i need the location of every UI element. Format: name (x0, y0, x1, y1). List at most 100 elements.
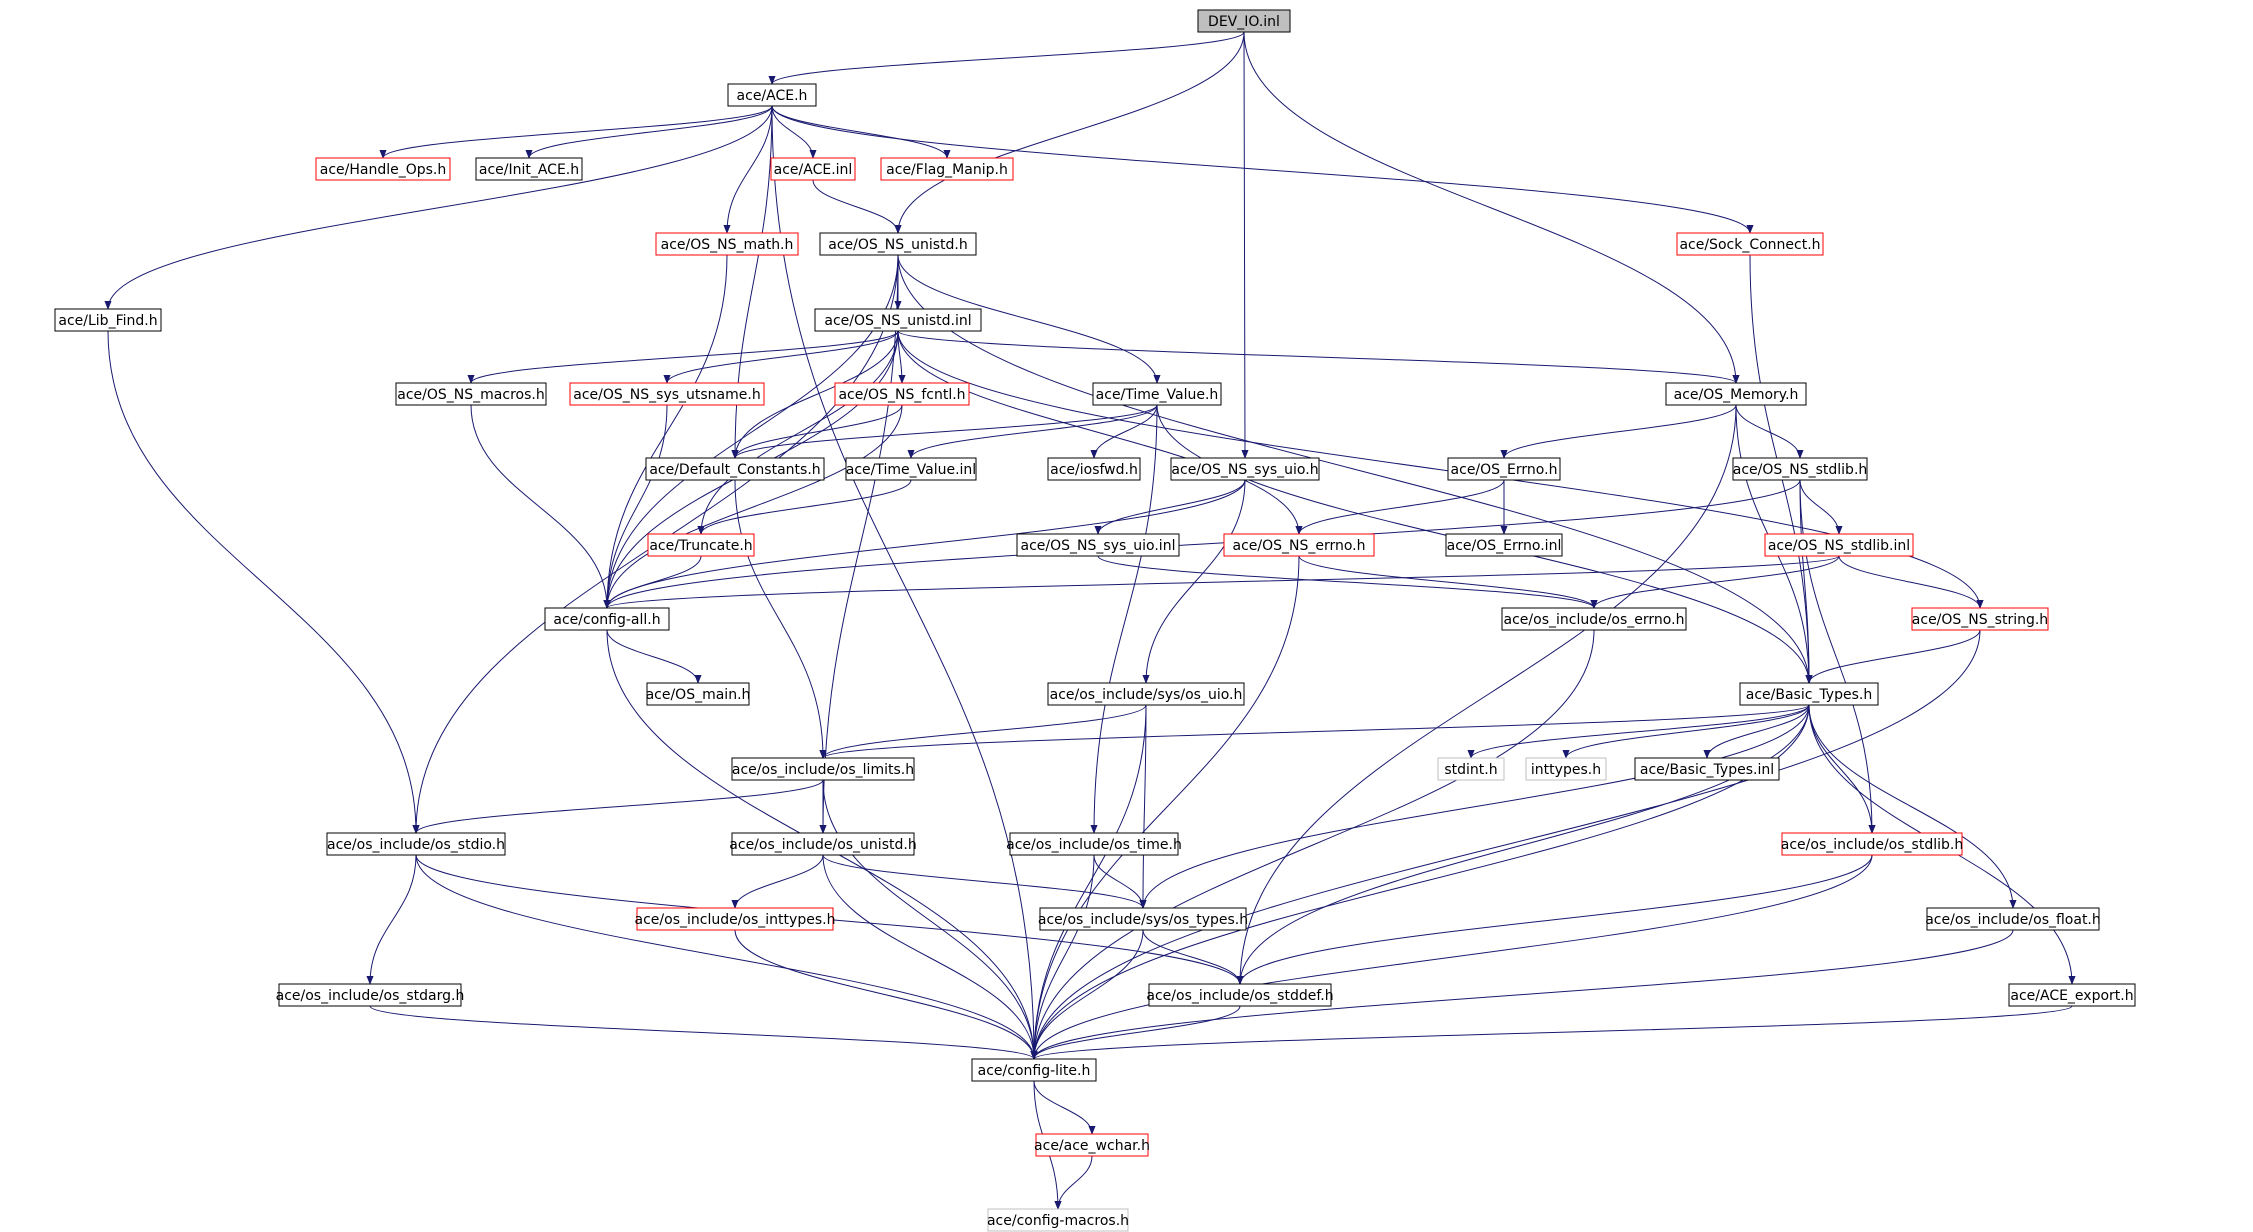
node-sys-os-uio[interactable]: ace/os_include/sys/os_uio.h (1047, 682, 1245, 706)
node-box (646, 682, 750, 706)
node-os-time[interactable]: ace/os_include/os_time.h (1006, 832, 1182, 856)
edge-os_stdlib-to-config_lite (1030, 854, 1873, 1060)
node-box (1092, 382, 1222, 406)
node-os-ns-string[interactable]: ace/OS_NS_string.h (1911, 607, 2049, 631)
node-os-ns-errno[interactable]: ace/OS_NS_errno.h (1223, 533, 1375, 557)
node-label: ace/OS_NS_math.h (661, 237, 794, 253)
node-os-memory[interactable]: ace/OS_Memory.h (1665, 382, 1807, 406)
node-label: ace/Time_Value.h (1096, 387, 1219, 403)
edge-os_stdio-to-config_lite (415, 854, 1038, 1060)
node-label: ace/OS_NS_errno.h (1232, 538, 1365, 554)
node-os-ns-unistd-inl[interactable]: ace/OS_NS_unistd.inl (814, 308, 982, 332)
node-box (636, 907, 834, 931)
node-label: ace/os_include/os_limits.h (732, 762, 914, 778)
edge-os_ns_unistd_inl-to-truncate (697, 330, 899, 535)
node-iosfwd[interactable]: ace/iosfwd.h (1047, 457, 1141, 481)
edge-ace_h-to-flag_manip (771, 105, 951, 159)
node-os-stddef[interactable]: ace/os_include/os_stddef.h (1146, 983, 1334, 1007)
node-label: ace/Init_ACE.h (479, 162, 579, 178)
node-config-lite[interactable]: ace/config-lite.h (971, 1058, 1097, 1082)
node-ace-h[interactable]: ace/ACE.h (727, 83, 817, 107)
node-lib-find[interactable]: ace/Lib_Find.h (54, 308, 162, 332)
edge-default_constants-to-os_limits (734, 479, 827, 759)
node-sock-connect[interactable]: ace/Sock_Connect.h (1676, 232, 1824, 256)
node-dev-io-inl[interactable]: DEV_IO.inl (1197, 9, 1291, 33)
edge-os_stddef-to-config_lite (1030, 1005, 1241, 1060)
edge-os_ns_sys_uio_h-to-sys_os_uio (1142, 479, 1246, 684)
node-truncate[interactable]: ace/Truncate.h (647, 533, 755, 557)
node-os-inttypes[interactable]: ace/os_include/os_inttypes.h (635, 907, 836, 931)
node-box (326, 832, 506, 856)
node-os-main[interactable]: ace/OS_main.h (646, 682, 751, 706)
node-ace-inl[interactable]: ace/ACE.inl (770, 157, 856, 181)
node-os-stdlib[interactable]: ace/os_include/os_stdlib.h (1781, 832, 1963, 856)
edge-os_memory-to-os_errno_h (1500, 404, 1737, 459)
node-os-errno-h[interactable]: ace/OS_Errno.h (1447, 457, 1561, 481)
edge-os_unistd-to-config_lite (822, 854, 1038, 1060)
node-os-stdarg[interactable]: ace/os_include/os_stdarg.h (276, 983, 465, 1007)
node-flag-manip[interactable]: ace/Flag_Manip.h (880, 157, 1014, 181)
edge-sys_os_uio-to-os_limits (819, 704, 1147, 759)
node-os-ns-stdlib-h[interactable]: ace/OS_NS_stdlib.h (1732, 457, 1868, 481)
node-label: ace/os_include/os_unistd.h (729, 837, 916, 853)
node-inttypes[interactable]: inttypes.h (1525, 757, 1607, 781)
node-os-ns-sys-utsname[interactable]: ace/OS_NS_sys_utsname.h (569, 382, 765, 406)
node-basic-types-inl[interactable]: ace/Basic_Types.inl (1634, 757, 1780, 781)
node-ace-export[interactable]: ace/ACE_export.h (2008, 983, 2136, 1007)
node-os-limits[interactable]: ace/os_include/os_limits.h (731, 757, 915, 781)
node-label: ace/Default_Constants.h (649, 462, 820, 478)
node-box (1223, 533, 1375, 557)
edge-sys_os_uio-to-config_lite (1030, 704, 1147, 1060)
node-os-unistd[interactable]: ace/os_include/os_unistd.h (729, 832, 917, 856)
node-default-constants[interactable]: ace/Default_Constants.h (645, 457, 825, 481)
node-box (278, 983, 462, 1007)
node-label: ace/Flag_Manip.h (886, 162, 1008, 178)
node-stdint[interactable]: stdint.h (1437, 757, 1505, 781)
node-label: ace/Time_Value.inl (846, 462, 976, 478)
node-label: ace/ACE_export.h (2010, 988, 2133, 1004)
node-os-ns-math[interactable]: ace/OS_NS_math.h (655, 232, 799, 256)
edge-os_ns_stdlib_inl-to-config_all (603, 555, 1840, 609)
node-init-ace[interactable]: ace/Init_ACE.h (475, 157, 583, 181)
node-os-ns-stdlib-inl[interactable]: ace/OS_NS_stdlib.inl (1764, 533, 1914, 557)
node-label: DEV_IO.inl (1208, 14, 1280, 30)
node-box (645, 457, 825, 481)
edge-time_value_inl-to-truncate (697, 479, 912, 535)
node-box (315, 157, 451, 181)
edge-os_ns_stdlib_h-to-config_all (603, 479, 1801, 609)
edge-os_ns_sys_uio_h-to-os_ns_sys_uio_inl (1094, 479, 1246, 535)
node-os-errno-inl[interactable]: ace/OS_Errno.inl (1445, 533, 1563, 557)
node-os-include-errno[interactable]: ace/os_include/os_errno.h (1501, 607, 1687, 631)
edge-os_stdio-to-os_stdarg (366, 854, 417, 985)
node-label: ace/OS_NS_sys_utsname.h (573, 387, 760, 403)
node-box (1016, 533, 1180, 557)
node-config-all[interactable]: ace/config-all.h (544, 607, 670, 631)
node-label: ace/config-lite.h (978, 1063, 1091, 1079)
node-box (569, 382, 765, 406)
node-ace-wchar[interactable]: ace/ace_wchar.h (1034, 1133, 1150, 1157)
edge-os_ns_stdlib_h-to-os_ns_stdlib_inl (1799, 479, 1843, 535)
node-os-ns-sys-uio-h[interactable]: ace/OS_NS_sys_uio.h (1170, 457, 1320, 481)
node-os-stdio[interactable]: ace/os_include/os_stdio.h (326, 832, 506, 856)
node-config-macros[interactable]: ace/config-macros.h (987, 1208, 1129, 1232)
node-basic-types-h[interactable]: ace/Basic_Types.h (1739, 682, 1879, 706)
node-os-float[interactable]: ace/os_include/os_float.h (1925, 907, 2101, 931)
node-label: ace/OS_Memory.h (1674, 387, 1799, 403)
edge-os_ns_fcntl-to-default_constants (731, 404, 903, 459)
node-os-ns-unistd-h[interactable]: ace/OS_NS_unistd.h (819, 232, 977, 256)
node-time-value-h[interactable]: ace/Time_Value.h (1092, 382, 1222, 406)
node-os-ns-sys-uio-inl[interactable]: ace/OS_NS_sys_uio.inl (1016, 533, 1180, 557)
node-box (1035, 1133, 1149, 1157)
node-sys-os-types[interactable]: ace/os_include/sys/os_types.h (1038, 907, 1248, 931)
node-time-value-inl[interactable]: ace/Time_Value.inl (845, 457, 977, 481)
node-os-ns-fcntl[interactable]: ace/OS_NS_fcntl.h (834, 382, 970, 406)
node-label: ace/os_include/os_time.h (1006, 837, 1182, 853)
dependency-edges (104, 31, 2076, 1210)
node-label: ace/OS_NS_unistd.h (828, 237, 968, 253)
edge-os_memory-to-os_stddef (1236, 404, 1737, 985)
node-os-ns-macros[interactable]: ace/OS_NS_macros.h (395, 382, 547, 406)
edge-os_ns_unistd_inl-to-os_ns_macros (467, 330, 899, 384)
node-handle-ops[interactable]: ace/Handle_Ops.h (315, 157, 451, 181)
edge-ace_inl-to-os_ns_unistd_h (812, 179, 902, 234)
node-label: ace/Truncate.h (649, 538, 752, 554)
